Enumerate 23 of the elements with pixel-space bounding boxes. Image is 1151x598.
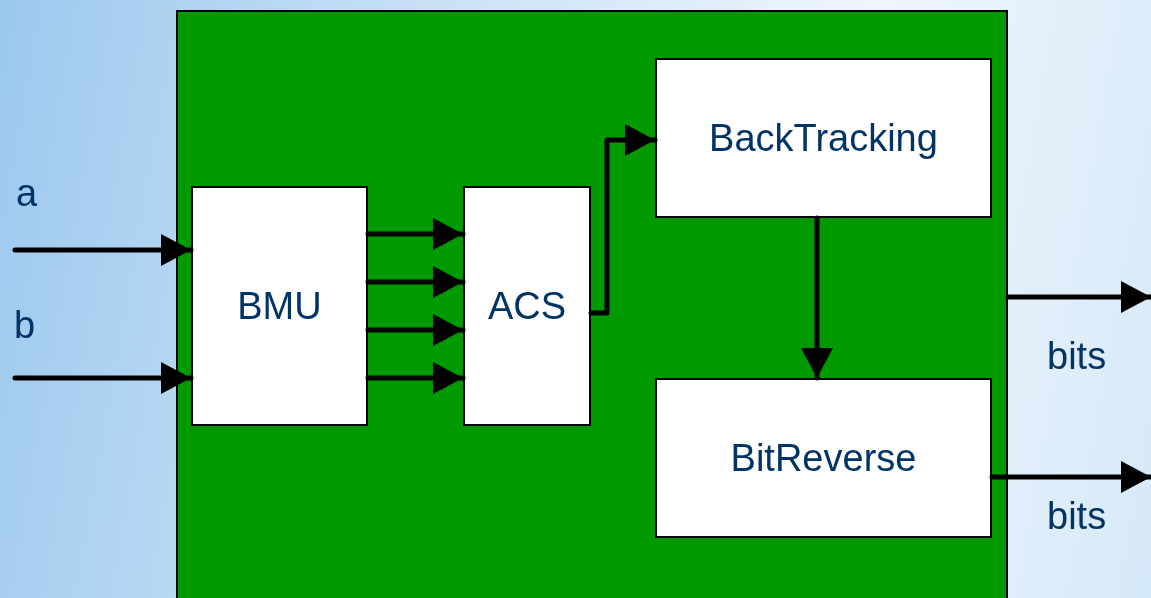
process-box [655,58,992,218]
arrow [365,362,466,394]
box-label: BMU [237,284,322,328]
edge-label: bits [1047,495,1107,538]
arrow [365,314,466,346]
box-label: ACS [487,284,567,328]
arrow [12,234,194,266]
arrow [12,362,194,394]
process-box [463,186,591,426]
arrow [588,124,658,316]
arrow [1005,281,1151,313]
edge-label: a [16,172,38,215]
box-label: BackTracking [709,116,938,160]
process-box [655,378,992,538]
box-label: BitReverse [730,436,917,480]
arrow [365,266,466,298]
module-box [176,10,1008,598]
arrow [801,215,833,381]
edge-label: bits [1047,335,1107,378]
arrow [989,461,1151,493]
edge-label: b [14,304,36,347]
arrow [365,218,466,250]
process-box [191,186,368,426]
